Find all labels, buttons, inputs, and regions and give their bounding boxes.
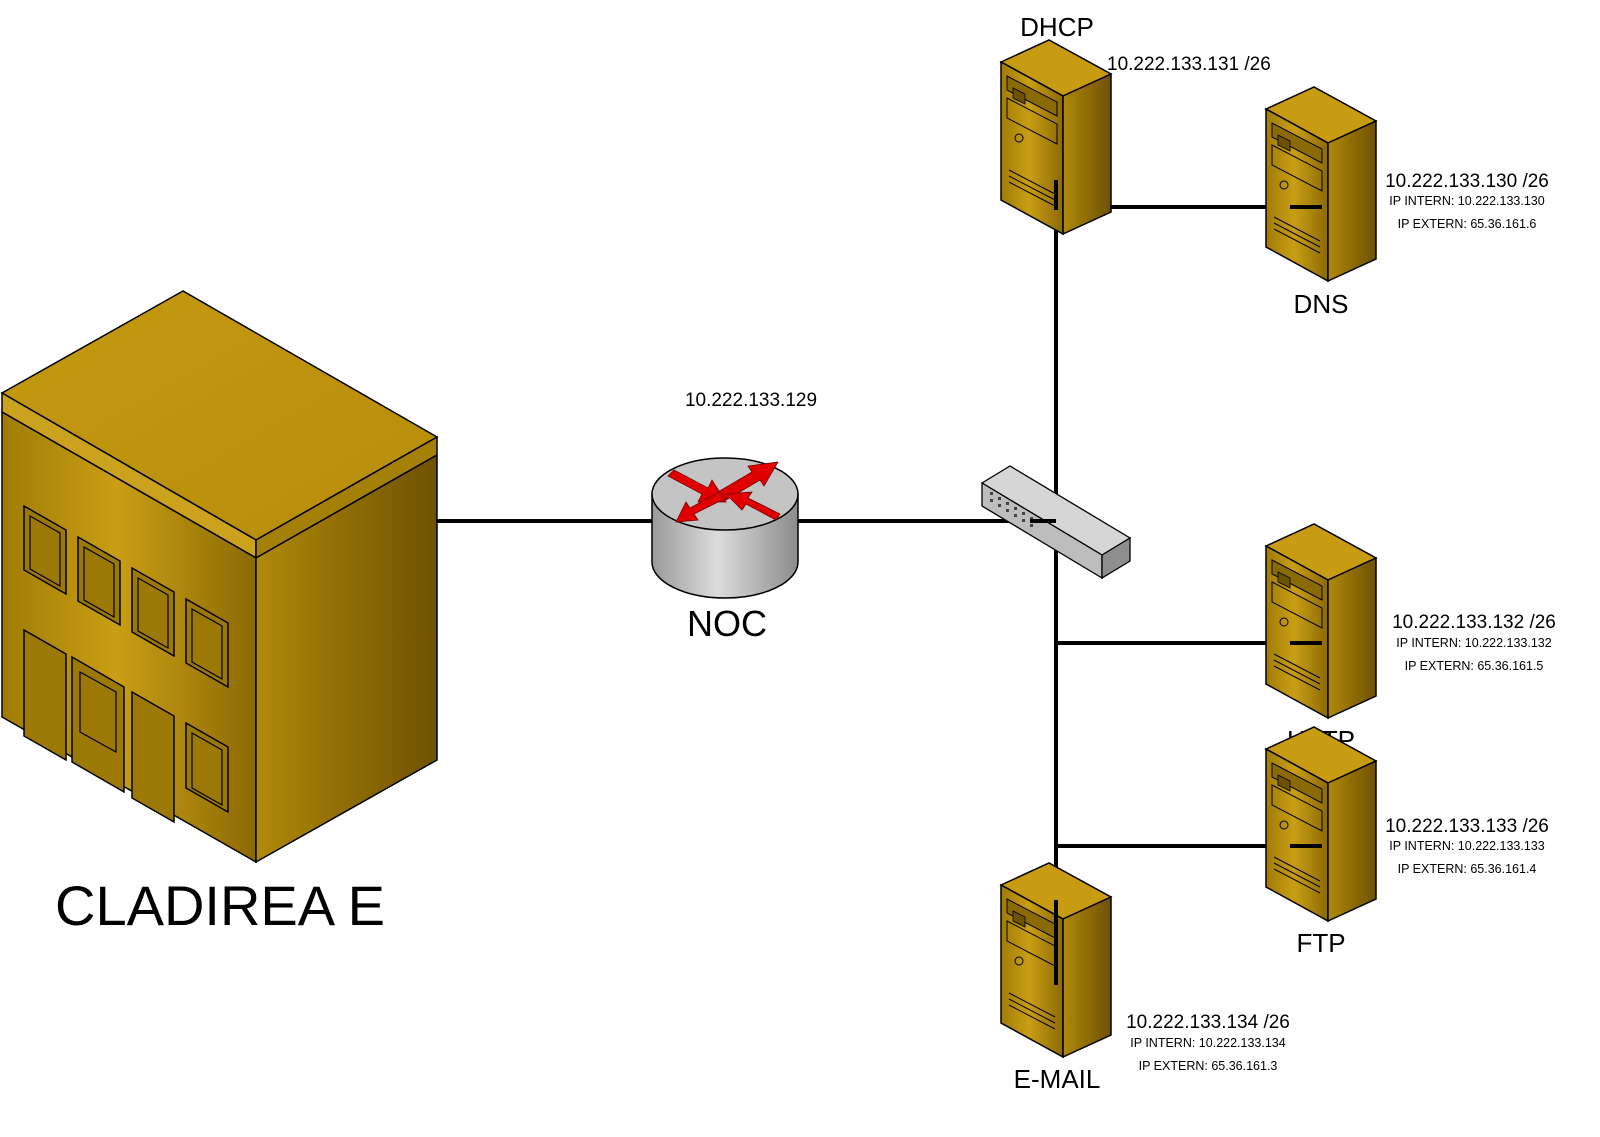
switch-icon: [980, 465, 1132, 580]
ftp-label: FTP: [1296, 928, 1345, 958]
ftp-ip-intern: IP INTERN: 10.222.133.133: [1389, 839, 1544, 853]
http-ip: 10.222.133.132 /26: [1392, 612, 1556, 633]
router-ip: 10.222.133.129: [685, 390, 817, 411]
building-icon: [0, 290, 439, 864]
dns-server-icon: [1265, 86, 1377, 282]
network-links: [436, 190, 1322, 985]
dhcp-label: DHCP: [1020, 12, 1094, 42]
email-ip-intern: IP INTERN: 10.222.133.134: [1130, 1036, 1285, 1050]
ftp-server-icon: [1265, 726, 1377, 922]
dns-label: DNS: [1294, 289, 1349, 319]
dhcp-ip: 10.222.133.131 /26: [1107, 54, 1271, 75]
dns-ip: 10.222.133.130 /26: [1385, 171, 1549, 192]
router-label: NOC: [687, 603, 767, 644]
http-ip-intern: IP INTERN: 10.222.133.132: [1396, 636, 1551, 650]
email-ip-extern: IP EXTERN: 65.36.161.3: [1139, 1059, 1278, 1073]
building-label: CLADIREA E: [55, 874, 385, 937]
email-label: E-MAIL: [1014, 1064, 1101, 1094]
ftp-ip-extern: IP EXTERN: 65.36.161.4: [1398, 862, 1537, 876]
email-ip: 10.222.133.134 /26: [1126, 1012, 1290, 1033]
router-icon: [651, 457, 799, 599]
http-server-icon: [1265, 523, 1377, 719]
dns-ip-extern: IP EXTERN: 65.36.161.6: [1398, 217, 1537, 231]
ftp-ip: 10.222.133.133 /26: [1385, 816, 1549, 837]
http-ip-extern: IP EXTERN: 65.36.161.5: [1405, 659, 1544, 673]
dns-ip-intern: IP INTERN: 10.222.133.130: [1389, 194, 1544, 208]
